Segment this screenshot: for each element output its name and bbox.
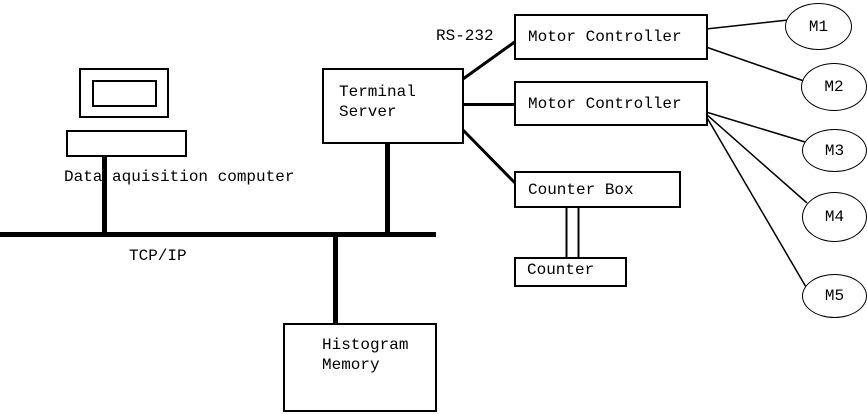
histogram-memory-node: Histogram Memory xyxy=(283,323,437,412)
motor-controller-1-node: Motor Controller xyxy=(514,14,708,60)
rs232-label: RS-232 xyxy=(436,27,494,45)
tcpip-label: TCP/IP xyxy=(129,247,187,265)
computer-screen-icon xyxy=(92,80,157,107)
terminal-server-node: Terminal Server xyxy=(322,68,464,144)
motor-m3-node: M3 xyxy=(802,129,867,172)
motor-controller-1-label: Motor Controller xyxy=(528,28,682,46)
motor-m5-node: M5 xyxy=(802,274,867,318)
counter-node: Counter xyxy=(514,257,627,287)
motor-m1-node: M1 xyxy=(785,3,852,50)
counter-box-node: Counter Box xyxy=(514,171,681,208)
motor-m4-label: M4 xyxy=(824,208,845,226)
terminal-server-to-counter-box-line xyxy=(461,128,518,186)
motor-controller-1-to-m2-line xyxy=(705,46,805,82)
terminal-server-label-line2: Server xyxy=(339,103,397,121)
motor-controller-2-node: Motor Controller xyxy=(514,81,708,126)
motor-controller-2-label: Motor Controller xyxy=(528,94,682,113)
motor-m1-label: M1 xyxy=(808,17,829,36)
counter-box-label: Counter Box xyxy=(528,180,634,199)
motor-controller-1-to-m1-line xyxy=(705,19,789,30)
histogram-memory-label-line2: Memory xyxy=(322,356,380,374)
terminal-server-to-motor-controller-1-line xyxy=(462,39,517,81)
motor-controller-2-to-m4-line xyxy=(705,113,808,204)
computer-keyboard-icon xyxy=(66,130,187,157)
motor-m4-node: M4 xyxy=(802,192,867,242)
motor-m2-label: M2 xyxy=(824,78,844,96)
motor-m2-node: M2 xyxy=(801,63,867,111)
motor-m5-label: M5 xyxy=(824,287,845,305)
motor-controller-2-to-m5-line xyxy=(705,115,807,288)
data-acquisition-computer-label: Data aquisition computer xyxy=(64,168,295,186)
counter-label: Counter xyxy=(527,261,595,279)
histogram-memory-label-line1: Histogram xyxy=(322,336,409,354)
motor-m3-label: M3 xyxy=(824,141,845,160)
terminal-server-label-line1: Terminal xyxy=(339,83,416,101)
motor-controller-2-to-m3-line xyxy=(705,111,806,143)
